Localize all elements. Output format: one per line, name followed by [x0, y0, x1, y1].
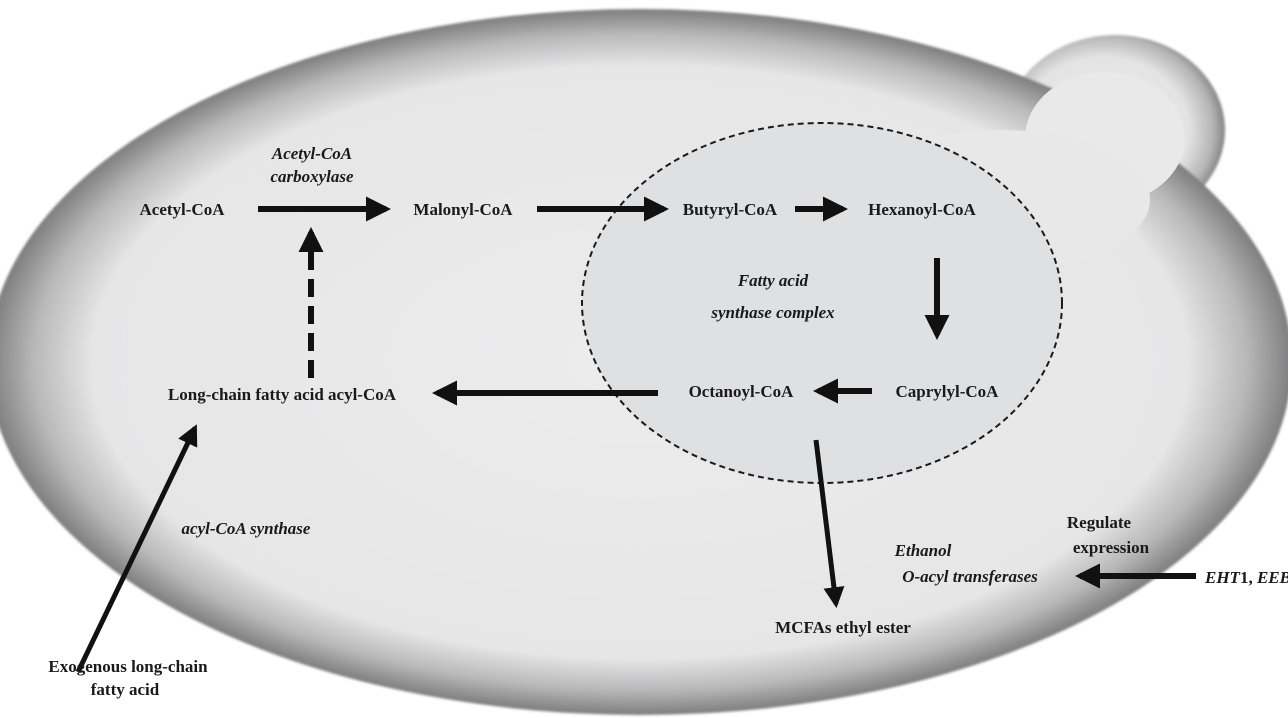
label-acyl-coa-synthase: acyl-CoA synthase	[182, 519, 311, 538]
label-acc-line1: Acetyl-CoA	[271, 144, 352, 163]
arrow-exogenous-to-long-chain	[75, 424, 198, 674]
label-eat-line2: O-acyl transferases	[902, 567, 1038, 586]
gene-eeb-name: EEB	[1256, 568, 1288, 587]
label-hexanoyl-coa: Hexanoyl-CoA	[868, 200, 976, 219]
label-long-chain-acyl-coa: Long-chain fatty acid acyl-CoA	[168, 385, 397, 404]
label-expression: expression	[1073, 538, 1150, 557]
label-caprylyl-coa: Caprylyl-CoA	[896, 382, 1000, 401]
enzyme-labels: Acetyl-CoA carboxylase Fatty acid syntha…	[182, 144, 1039, 586]
label-exogenous-line1: Exogenous long-chain	[48, 657, 208, 676]
gene-eht-name: EHT	[1204, 568, 1241, 587]
metabolite-labels: Acetyl-CoA Malonyl-CoA Butyryl-CoA Hexan…	[48, 200, 999, 699]
regulation-labels: Regulate expression EHT1, EEB1	[1067, 513, 1288, 587]
label-butyryl-coa: Butyryl-CoA	[683, 200, 778, 219]
label-acetyl-coa: Acetyl-CoA	[140, 200, 226, 219]
arrows	[75, 196, 1196, 674]
gene-eht-number: 1	[1240, 568, 1249, 587]
label-genes: EHT1, EEB1	[1204, 568, 1288, 587]
label-fas-line2: synthase complex	[710, 303, 835, 322]
arrow-octanoyl-to-ester	[813, 439, 845, 609]
label-mcfa-ethyl-ester: MCFAs ethyl ester	[775, 618, 911, 637]
label-fas-line1: Fatty acid	[737, 271, 809, 290]
label-malonyl-coa: Malonyl-CoA	[413, 200, 513, 219]
label-octanoyl-coa: Octanoyl-CoA	[689, 382, 795, 401]
label-exogenous-line2: fatty acid	[91, 680, 160, 699]
gene-separator: ,	[1248, 568, 1257, 587]
label-acc-line2: carboxylase	[270, 167, 354, 186]
label-regulate: Regulate	[1067, 513, 1132, 532]
label-eat-line1: Ethanol	[894, 541, 952, 560]
